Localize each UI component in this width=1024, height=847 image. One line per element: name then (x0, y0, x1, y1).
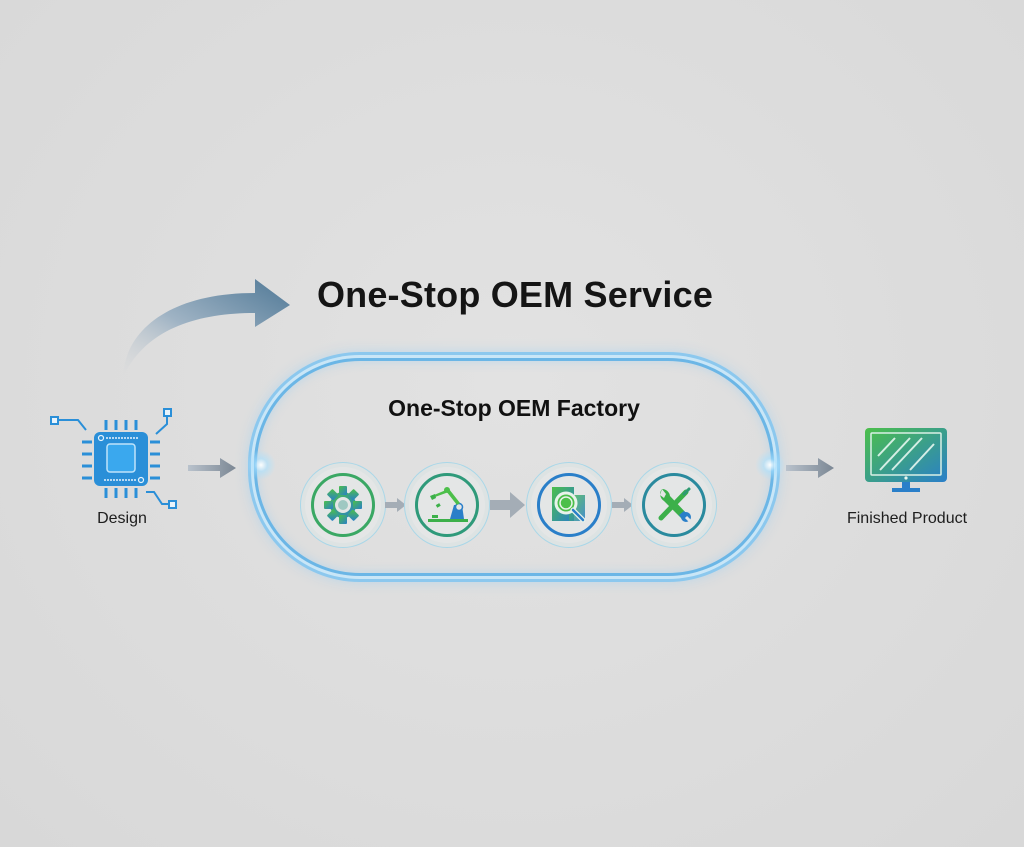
chip-icon (50, 408, 177, 509)
magnifier-inspection-icon (552, 487, 586, 523)
robot-arm-icon (428, 487, 468, 522)
arrow-right-icon (385, 498, 406, 512)
step-assembly (636, 467, 712, 543)
page-title: One-Stop OEM Service (316, 274, 714, 315)
factory-title: One-Stop OEM Factory (388, 395, 640, 421)
monitor-icon (865, 428, 947, 492)
finished-product-label: Finished Product (846, 510, 968, 527)
wrench-screwdriver-icon (658, 487, 693, 524)
factory-container (254, 358, 774, 576)
design-label: Design (97, 510, 147, 527)
arrow-right-icon (490, 492, 525, 518)
curved-arrow-icon (123, 279, 290, 377)
glow-flare (755, 450, 785, 480)
glow-flare (246, 450, 276, 480)
arrow-right-icon (612, 498, 633, 512)
step-engineering (305, 467, 381, 543)
step-manufacturing (409, 467, 485, 543)
gear-icon (324, 486, 362, 524)
arrow-right-icon (188, 458, 236, 478)
step-inspection (531, 467, 607, 543)
arrow-right-icon (786, 458, 834, 478)
